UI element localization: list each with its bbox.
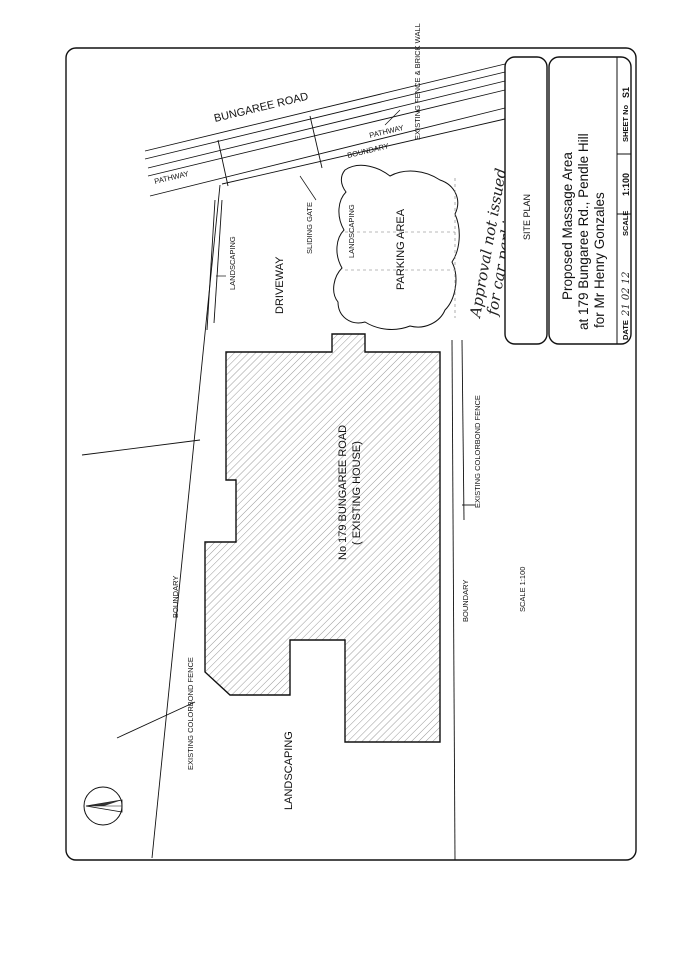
- scale-value: 1:100: [621, 173, 631, 196]
- parking-bay-lines: [345, 178, 456, 318]
- house-label-line1: No 179 BUNGAREE ROAD: [337, 425, 349, 560]
- scale-label: SCALE: [621, 211, 630, 236]
- landscaping-bottom-label: LANDSCAPING: [283, 731, 295, 810]
- existing-colorbond-right-label: EXISTING COLORBOND FENCE: [473, 395, 482, 508]
- date-label: DATE: [621, 320, 630, 340]
- boundary-label-top: BOUNDARY: [346, 141, 389, 160]
- right-boundary-lines: [451, 339, 475, 861]
- title-line1: Proposed Massage Area: [560, 152, 575, 300]
- boundary-right-label: BOUNDARY: [461, 580, 470, 622]
- existing-fence-brick-label: EXISTING FENCE & BRICK WALL: [413, 23, 422, 140]
- parking-area-label: PARKING AREA: [395, 208, 407, 290]
- title-line3: for Mr Henry Gonzales: [592, 192, 607, 328]
- site-plan-label: SITE PLAN: [522, 194, 532, 240]
- sheet-label: SHEET No: [621, 104, 630, 142]
- landscaping-parking-label: LANDSCAPING: [347, 204, 356, 258]
- pathway-label-left: PATHWAY: [153, 169, 189, 186]
- sheet-value: S1: [621, 87, 631, 98]
- landscaping-left-strip-label: LANDSCAPING: [228, 236, 237, 290]
- road-label: BUNGAREE ROAD: [213, 91, 310, 125]
- sliding-gate-label: SLIDING GATE: [305, 202, 314, 254]
- site-plan-box: [504, 56, 548, 345]
- sheet-border: [65, 47, 637, 861]
- title-box: [548, 56, 632, 345]
- existing-house: [204, 333, 441, 743]
- existing-colorbond-left-label: EXISTING COLORBOND FENCE: [186, 657, 195, 770]
- parking-area-outline: [333, 164, 460, 330]
- scale-note: SCALE 1:100: [518, 567, 527, 612]
- house-label-line2: ( EXISTING HOUSE): [351, 441, 363, 545]
- north-arrow-icon: [83, 786, 123, 826]
- left-boundary-lines: [81, 184, 223, 859]
- title-block: SITE PLAN Proposed Massage Area at 179 B…: [504, 56, 632, 345]
- title-line2: at 179 Bungaree Rd., Pendle Hill: [576, 133, 591, 330]
- handwritten-date: 21 02 12: [621, 271, 632, 317]
- boundary-left-label: BOUNDARY: [171, 576, 180, 618]
- leader-lines: [216, 109, 401, 277]
- road-lines: [144, 63, 506, 197]
- driveway-label: DRIVEWAY: [274, 256, 286, 314]
